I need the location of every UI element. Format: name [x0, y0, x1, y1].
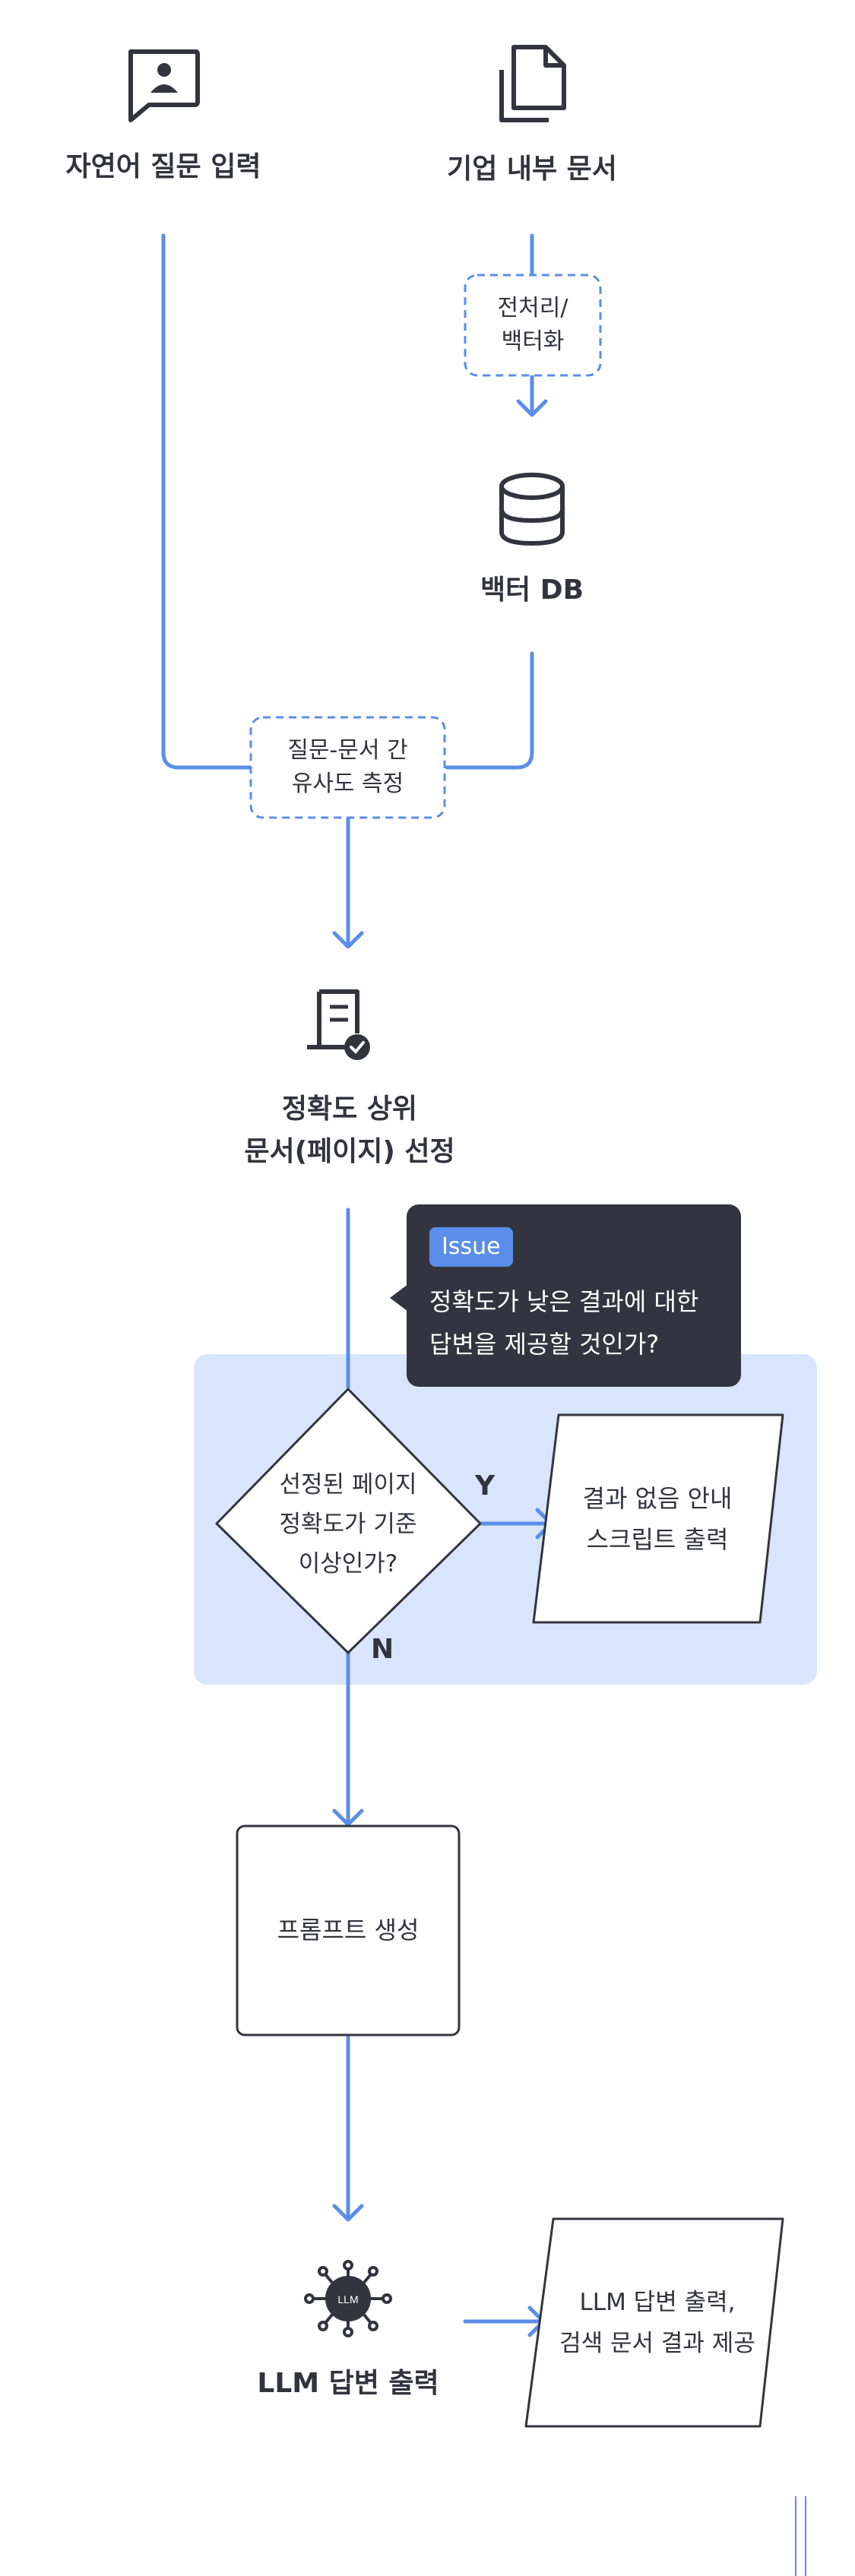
decision-line-3: 이상인가?	[298, 1550, 398, 1578]
similarity-line-2: 유사도 측정	[291, 771, 404, 797]
similarity-box	[249, 716, 446, 819]
issue-badge: Issue	[429, 1227, 513, 1267]
llm-chip-label: LLM	[337, 2293, 358, 2305]
preprocess-label: 전처리/ 백터화	[465, 292, 600, 359]
no-result-line-1: 결과 없음 안내	[582, 1484, 733, 1513]
question-input-label: 자연어 질문 입력	[65, 151, 261, 182]
similarity-label: 질문-문서 간 유사도 측정	[251, 734, 445, 801]
arrowhead-llm	[332, 2204, 364, 2222]
prompt-box	[236, 1824, 461, 2036]
decision-line-1: 선정된 페이지	[279, 1471, 417, 1498]
preprocess-box	[464, 274, 602, 377]
issue-pointer	[390, 1284, 408, 1312]
issue-line-1: 정확도가 낮은 결과에 대한	[429, 1287, 699, 1316]
llm-output-label: LLM 답변 출력	[257, 2368, 439, 2399]
similarity-line-1: 질문-문서 간	[287, 737, 408, 764]
decision-label: 선정된 페이지 정확도가 기준 이상인가?	[232, 1465, 464, 1584]
connector-question-to-similarity	[161, 233, 253, 770]
documents-icon	[499, 45, 566, 122]
decision-diamond	[215, 1388, 482, 1654]
internal-docs-label: 기업 내부 문서	[447, 153, 617, 185]
top-select-label: 정확도 상위 문서(페이지) 선정	[186, 1088, 513, 1173]
final-output-label: LLM 답변 출력, 검색 문서 결과 제공	[540, 2282, 775, 2364]
database-icon	[499, 473, 565, 546]
preprocess-line-1: 전처리/	[497, 295, 568, 321]
final-line-2: 검색 문서 결과 제공	[559, 2330, 755, 2357]
top-select-line-1: 정확도 상위	[281, 1093, 418, 1125]
prompt-gen-label: 프롬프트 생성	[277, 1916, 420, 1945]
chat-person-icon	[128, 49, 200, 122]
arrowhead-select	[332, 931, 364, 949]
yes-label: Y	[475, 1470, 496, 1502]
certified-document-icon	[307, 989, 370, 1060]
issue-line-2: 답변을 제공할 것인가?	[429, 1330, 660, 1359]
no-result-line-2: 스크립트 출력	[586, 1525, 729, 1554]
top-select-line-2: 문서(페이지) 선정	[244, 1136, 455, 1167]
no-result-label: 결과 없음 안내 스크립트 출력	[547, 1478, 768, 1560]
issue-callout: Issue 정확도가 낮은 결과에 대한 답변을 제공할 것인가?	[407, 1204, 741, 1387]
issue-question: 정확도가 낮은 결과에 대한 답변을 제공할 것인가?	[429, 1280, 733, 1366]
arrowhead-db	[516, 399, 548, 417]
llm-chip-icon: LLM	[304, 2260, 392, 2337]
preprocess-line-2: 백터화	[501, 328, 565, 355]
no-result-parallelogram	[532, 1413, 784, 1624]
final-line-1: LLM 답변 출력,	[579, 2289, 736, 2316]
page-edge-lines	[795, 2496, 806, 2576]
arrowhead-no	[332, 1809, 364, 1827]
vector-db-label: 백터 DB	[480, 574, 584, 606]
final-output-parallelogram	[524, 2217, 784, 2428]
no-label: N	[371, 1634, 394, 1665]
decision-line-2: 정확도가 기준	[279, 1511, 417, 1538]
connector-db-to-similarity	[445, 651, 534, 770]
